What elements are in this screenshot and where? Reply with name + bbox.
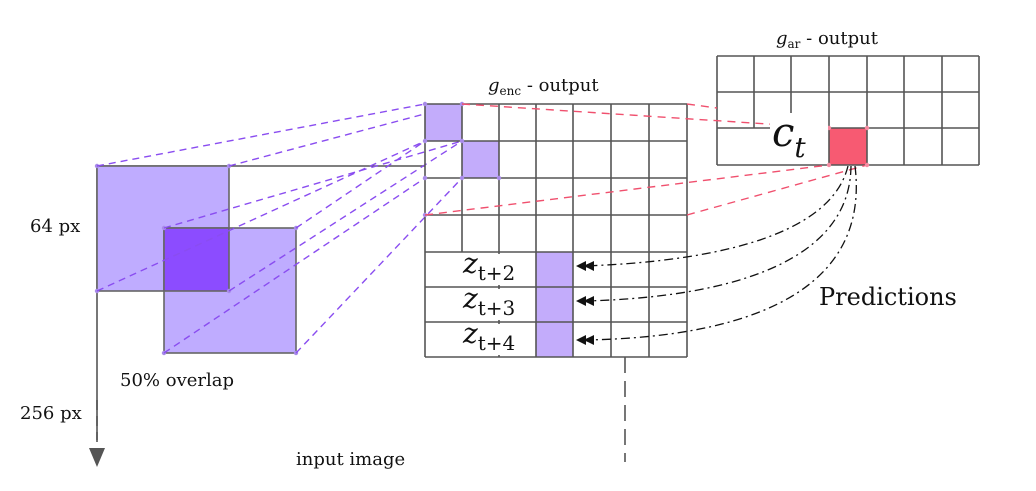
double-arrowhead-icon-1 bbox=[576, 261, 594, 271]
genc-pred-cell-2 bbox=[536, 287, 573, 322]
patch-projection-lines bbox=[96, 103, 463, 354]
context-lines bbox=[424, 103, 868, 216]
z-label-1: zt+2 bbox=[462, 247, 515, 285]
genc-pred-cell-3 bbox=[536, 322, 573, 357]
down-arrow-icon bbox=[89, 448, 105, 467]
ct-label: ct bbox=[772, 110, 806, 164]
double-arrowhead-icon-3 bbox=[576, 335, 594, 345]
z-labels: zt+2 zt+3 zt+4 bbox=[462, 247, 535, 355]
label-predictions: Predictions bbox=[819, 283, 957, 311]
gar-title: gar - output bbox=[776, 28, 879, 51]
prediction-arrowheads bbox=[576, 261, 594, 345]
ct-label-bg bbox=[770, 113, 828, 161]
prediction-arcs bbox=[583, 165, 857, 344]
genc-title: genc - output bbox=[488, 75, 599, 98]
ct-cell bbox=[829, 128, 867, 165]
z-label-2: zt+3 bbox=[462, 282, 515, 320]
label-overlap: 50% overlap bbox=[120, 370, 234, 391]
label-64px: 64 px bbox=[30, 216, 80, 237]
z-label-3: zt+4 bbox=[462, 317, 515, 355]
genc-cell-highlight-1 bbox=[425, 104, 462, 141]
genc-pred-cell-1 bbox=[536, 252, 573, 287]
label-256px: 256 px bbox=[20, 403, 82, 424]
genc-cell-highlight-2 bbox=[462, 141, 499, 178]
label-input-image: input image bbox=[296, 449, 405, 470]
patch-overlap bbox=[163, 227, 230, 292]
gar-grid bbox=[716, 55, 980, 166]
double-arrowhead-icon-2 bbox=[576, 296, 594, 306]
genc-corner-dots bbox=[422, 101, 502, 218]
